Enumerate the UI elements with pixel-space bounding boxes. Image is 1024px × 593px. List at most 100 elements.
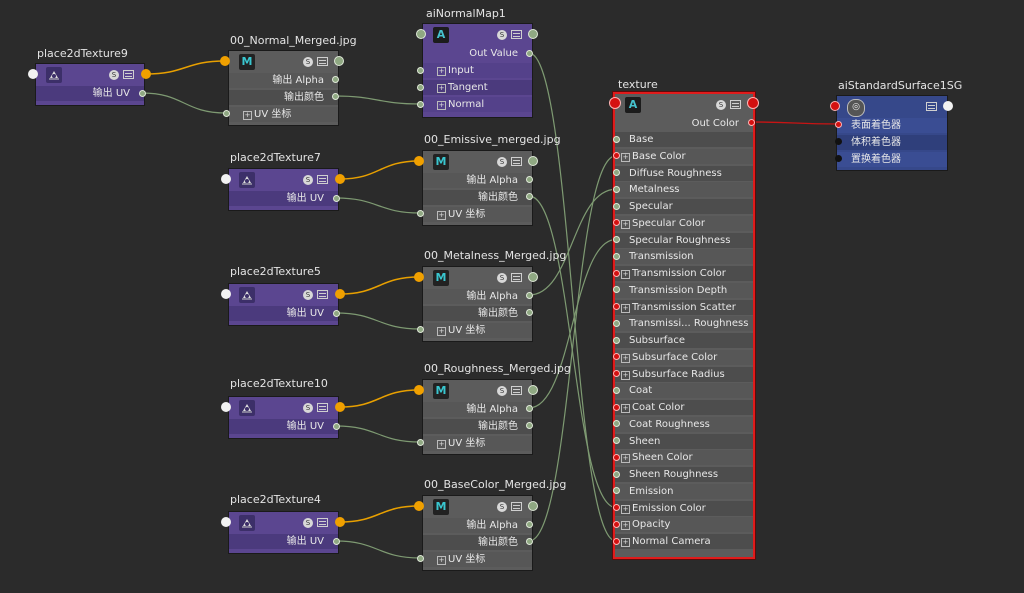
swatch-toggle-icon[interactable]: S	[303, 57, 313, 67]
alpha-port[interactable]	[525, 291, 533, 299]
uv-wire[interactable]	[141, 92, 227, 114]
surface-shader-wire[interactable]	[750, 121, 839, 125]
output-alpha-attr[interactable]: 输出 Alpha	[423, 173, 532, 188]
attr-in-port[interactable]	[612, 537, 620, 545]
uv-coord-attr[interactable]: +UV 坐标	[423, 323, 532, 338]
swatch-toggle-icon[interactable]: S	[303, 403, 313, 413]
input-port[interactable]	[221, 174, 231, 184]
input-attr[interactable]: +Input	[423, 63, 532, 78]
attr-sheen-roughness[interactable]: Sheen Roughness	[615, 467, 753, 482]
out-value-attr[interactable]: Out Value	[423, 46, 532, 61]
attribute-layout-icon[interactable]	[511, 157, 522, 166]
uv-wire[interactable]	[335, 425, 421, 443]
input-port[interactable]	[220, 56, 230, 66]
output-uv-attr[interactable]: 输出 UV	[36, 86, 144, 101]
attribute-layout-icon[interactable]	[511, 386, 522, 395]
attr-in-port[interactable]	[612, 520, 620, 528]
displacement-shader-attr[interactable]: 置换着色器	[837, 152, 947, 167]
attribute-layout-icon[interactable]	[926, 102, 937, 111]
output-color-attr[interactable]: 输出颜色	[423, 535, 532, 550]
uv-in-port[interactable]	[416, 554, 424, 562]
out-to-file-wire[interactable]	[339, 505, 420, 523]
attr-transmission-depth[interactable]: Transmission Depth	[615, 282, 753, 298]
output-port[interactable]	[528, 29, 538, 39]
output-uv-port[interactable]	[138, 89, 146, 97]
output-port[interactable]	[528, 156, 538, 166]
attr-in-port[interactable]	[612, 135, 620, 143]
expand-icon[interactable]: +	[621, 353, 630, 363]
output-port[interactable]	[528, 385, 538, 395]
attr-in-port[interactable]	[612, 386, 620, 394]
attr-in-port[interactable]	[612, 437, 620, 444]
attr-in-port[interactable]	[612, 152, 620, 160]
output-uv-attr[interactable]: 输出 UV	[229, 534, 338, 549]
attr-sheen-color[interactable]: +Sheen Color	[615, 450, 753, 466]
alpha-port[interactable]	[525, 404, 533, 412]
metalness-wire[interactable]	[528, 188, 617, 296]
input-port[interactable]	[830, 101, 840, 111]
volume-port[interactable]	[834, 137, 842, 145]
attr-in-port[interactable]	[612, 219, 620, 227]
output-color-attr[interactable]: 输出颜色	[423, 190, 532, 205]
attr-coat-color[interactable]: +Coat Color	[615, 400, 753, 415]
input-port[interactable]	[28, 69, 38, 79]
attr-transmission[interactable]: Transmission	[615, 249, 753, 265]
output-port[interactable]	[335, 174, 345, 184]
input-port[interactable]	[221, 402, 231, 412]
alpha-port[interactable]	[525, 175, 533, 183]
output-uv-port[interactable]	[332, 194, 340, 202]
attr-in-port[interactable]	[612, 470, 620, 478]
input-port[interactable]	[609, 97, 621, 109]
attr-sheen[interactable]: Sheen	[615, 433, 753, 449]
attr-base-color[interactable]: +Base Color	[615, 148, 753, 164]
attr-in-port[interactable]	[612, 269, 620, 277]
attr-in-port[interactable]	[612, 370, 620, 377]
attribute-layout-icon[interactable]	[123, 70, 134, 79]
attr-in-port[interactable]	[612, 185, 620, 193]
attr-specular[interactable]: Specular	[615, 199, 753, 214]
attr-in-port[interactable]	[612, 319, 620, 327]
expand-icon[interactable]: +	[621, 538, 630, 547]
output-port[interactable]	[943, 101, 953, 111]
expand-icon[interactable]: +	[437, 327, 446, 336]
attr-metalness[interactable]: Metalness	[615, 182, 753, 198]
output-port[interactable]	[335, 402, 345, 412]
output-port[interactable]	[334, 56, 344, 66]
swatch-toggle-icon[interactable]: S	[109, 70, 119, 80]
uv-in-port[interactable]	[416, 438, 424, 446]
color-port[interactable]	[525, 192, 533, 200]
output-alpha-attr[interactable]: 输出 Alpha	[423, 402, 532, 417]
surface-port[interactable]	[834, 120, 842, 128]
attr-base[interactable]: Base	[615, 132, 753, 147]
expand-icon[interactable]: +	[621, 152, 630, 162]
attr-in-port[interactable]	[612, 252, 620, 260]
out-to-file-wire[interactable]	[339, 389, 420, 408]
uv-coord-attr[interactable]: +UV 坐标	[229, 107, 338, 122]
attr-in-port[interactable]	[612, 403, 620, 411]
attr-coat[interactable]: Coat	[615, 383, 753, 399]
expand-icon[interactable]: +	[437, 556, 446, 565]
attribute-layout-icon[interactable]	[511, 502, 522, 511]
output-alpha-attr[interactable]: 输出 Alpha	[423, 289, 532, 304]
expand-icon[interactable]: +	[437, 211, 446, 220]
attr-coat-roughness[interactable]: Coat Roughness	[615, 416, 753, 432]
attr-in-port[interactable]	[612, 202, 620, 210]
uv-coord-attr[interactable]: +UV 坐标	[423, 436, 532, 451]
attribute-layout-icon[interactable]	[317, 518, 328, 527]
emission-color-wire[interactable]	[528, 195, 617, 509]
expand-icon[interactable]: +	[621, 521, 630, 531]
attr-transmission-color[interactable]: +Transmission Color	[615, 266, 753, 281]
normal-map-wire[interactable]	[334, 95, 421, 105]
expand-icon[interactable]: +	[621, 504, 630, 514]
attr-specular-color[interactable]: +Specular Color	[615, 215, 753, 231]
uv-in-port[interactable]	[222, 109, 230, 117]
attr-diffuse-roughness[interactable]: Diffuse Roughness	[615, 165, 753, 181]
input-port[interactable]	[414, 156, 424, 166]
